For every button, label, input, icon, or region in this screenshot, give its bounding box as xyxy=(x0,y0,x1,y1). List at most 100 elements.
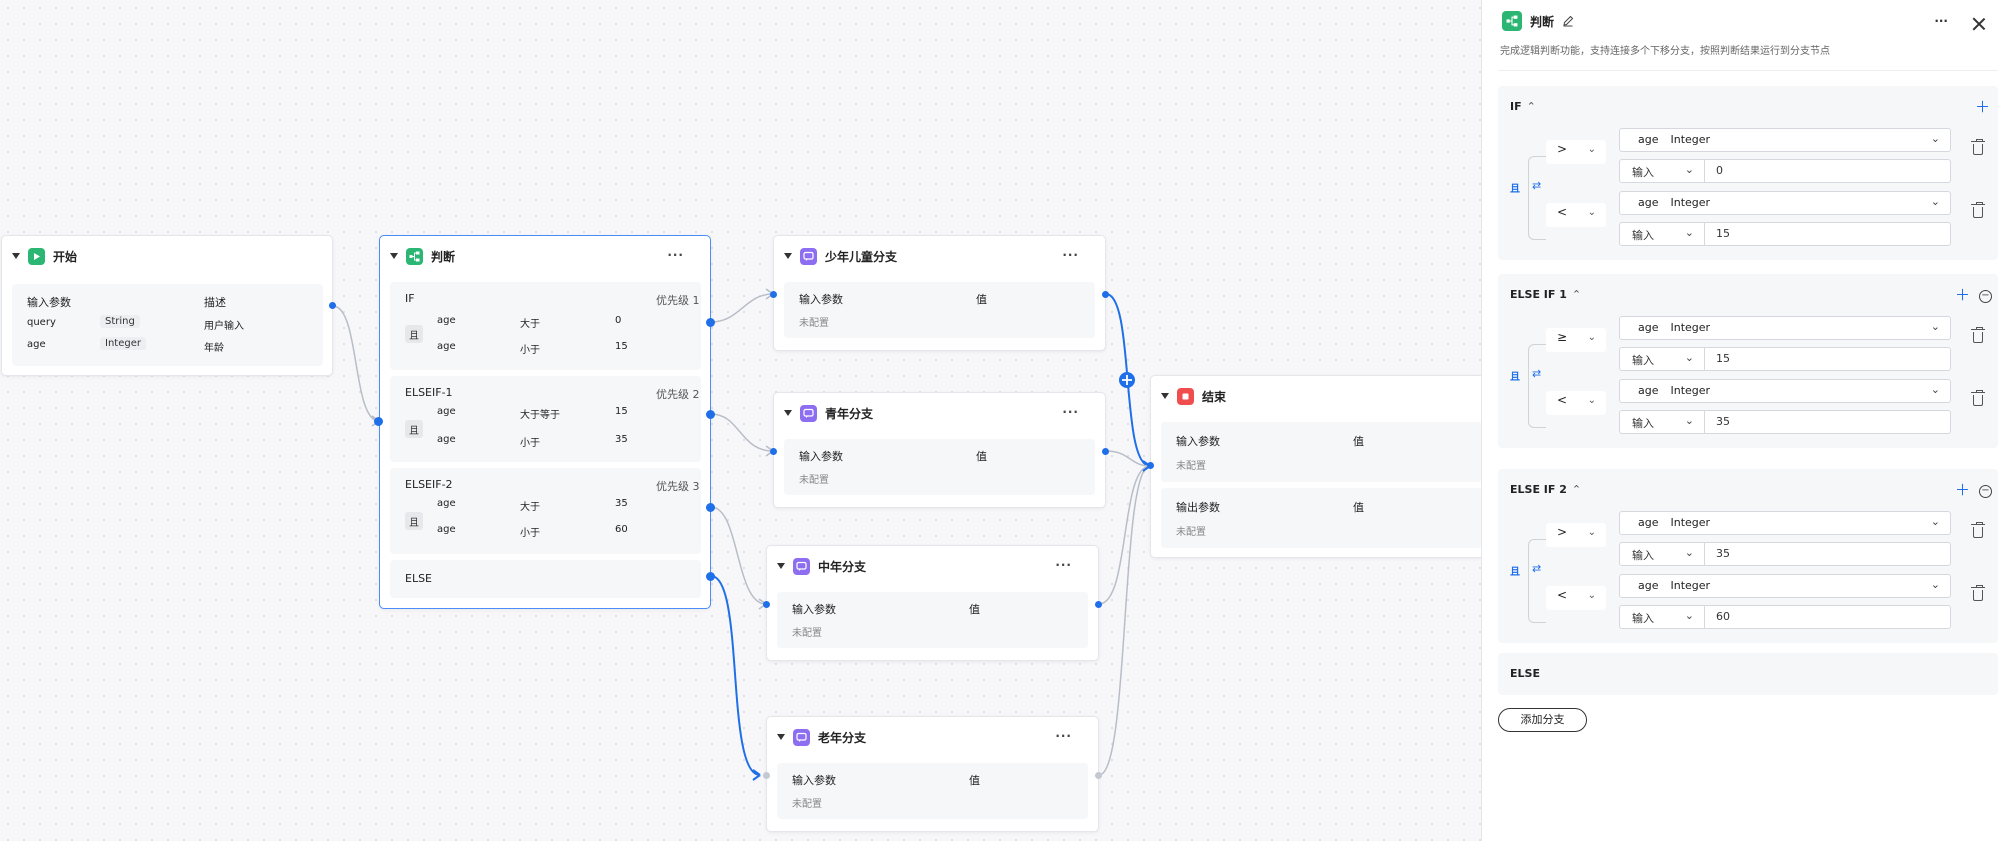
start-output-port[interactable] xyxy=(329,302,336,309)
chat-icon xyxy=(800,247,817,265)
collapse-caret-icon[interactable] xyxy=(390,253,398,259)
input-mode-select[interactable]: 输入⌄ xyxy=(1619,605,1705,629)
more-menu-icon[interactable]: ··· xyxy=(1055,729,1072,743)
add-branch-button[interactable]: 添加分支 xyxy=(1498,708,1587,732)
operator-select[interactable]: >⌄ xyxy=(1546,140,1606,164)
add-condition-icon[interactable]: ＋ xyxy=(1954,286,1970,304)
input-mode-select[interactable]: 输入⌄ xyxy=(1619,410,1705,434)
value-input[interactable]: 35 xyxy=(1704,410,1951,434)
workflow-canvas[interactable]: 开始 输入参数 描述 query String 用户输入 age Integer… xyxy=(0,0,1482,841)
elseif1-output-port[interactable] xyxy=(706,410,715,419)
params-table: 输入参数 值 未配置 xyxy=(784,282,1095,338)
middle-output-port[interactable] xyxy=(1095,601,1102,608)
chat-icon xyxy=(793,557,810,575)
operator-select[interactable]: <⌄ xyxy=(1546,586,1606,610)
branch-priority: 优先级 2 xyxy=(656,388,700,401)
and-toggle[interactable]: 且 xyxy=(1510,184,1520,195)
add-condition-icon[interactable]: ＋ xyxy=(1974,98,1990,116)
operator-select[interactable]: ≥⌄ xyxy=(1546,328,1606,352)
col-header-param: 输入参数 xyxy=(799,293,843,306)
input-mode-select[interactable]: 输入⌄ xyxy=(1619,159,1705,183)
delete-icon[interactable] xyxy=(1971,139,1985,155)
edit-icon[interactable] xyxy=(1562,15,1574,27)
section-title[interactable]: ELSE IF 2⌃ xyxy=(1510,483,1582,496)
collapse-caret-icon[interactable] xyxy=(777,563,785,569)
and-toggle[interactable]: 且 xyxy=(1510,372,1520,383)
chevron-down-icon: ⌄ xyxy=(1930,195,1940,208)
collapse-caret-icon[interactable] xyxy=(784,410,792,416)
input-mode-select[interactable]: 输入⌄ xyxy=(1619,222,1705,246)
collapse-caret-icon[interactable] xyxy=(1161,393,1169,399)
judge-input-port[interactable] xyxy=(374,417,383,426)
swap-icon[interactable]: ⇄ xyxy=(1532,367,1542,380)
empty-placeholder: 未配置 xyxy=(1176,527,1206,538)
delete-icon[interactable] xyxy=(1971,202,1985,218)
operator-select[interactable]: <⌄ xyxy=(1546,203,1606,227)
cond-field: age xyxy=(437,406,456,417)
add-condition-icon[interactable]: ＋ xyxy=(1954,481,1970,499)
input-mode-select[interactable]: 输入⌄ xyxy=(1619,347,1705,371)
value-input[interactable]: 35 xyxy=(1704,542,1951,566)
more-menu-icon[interactable]: ··· xyxy=(1062,248,1079,262)
if-output-port[interactable] xyxy=(706,318,715,327)
empty-placeholder: 未配置 xyxy=(792,799,822,810)
chevron-down-icon: ⌄ xyxy=(1587,144,1596,155)
youth-output-port[interactable] xyxy=(1102,291,1109,298)
more-menu-icon[interactable]: ··· xyxy=(1055,558,1072,572)
young-input-port[interactable] xyxy=(770,448,777,455)
delete-icon[interactable] xyxy=(1971,585,1985,601)
end-node[interactable]: 结束 输入参数 值 未配置 输出参数 值 未配置 xyxy=(1150,375,1482,558)
end-input-port[interactable] xyxy=(1147,462,1154,469)
panel-more-icon[interactable]: ··· xyxy=(1934,14,1948,28)
collapse-caret-icon[interactable] xyxy=(12,253,20,259)
collapse-caret-icon[interactable] xyxy=(777,734,785,740)
collapse-caret-icon[interactable] xyxy=(784,253,792,259)
delete-icon[interactable] xyxy=(1971,522,1985,538)
judge-node[interactable]: 判断 ··· IF 优先级 1 且 age 大于 0 age 小于 15 ELS… xyxy=(379,235,711,609)
col-header-value: 值 xyxy=(1353,501,1364,514)
else-output-port[interactable] xyxy=(706,572,715,581)
middle-branch-node[interactable]: 中年分支 ··· 输入参数 值 未配置 xyxy=(766,545,1099,661)
young-branch-node[interactable]: 青年分支 ··· 输入参数 值 未配置 xyxy=(773,392,1106,508)
old-branch-node[interactable]: 老年分支 ··· 输入参数 值 未配置 xyxy=(766,716,1099,832)
old-output-port[interactable] xyxy=(1095,772,1102,779)
cond-op: 小于 xyxy=(520,345,540,356)
section-title[interactable]: ELSE IF 1⌃ xyxy=(1510,288,1582,301)
youth-input-port[interactable] xyxy=(770,291,777,298)
chevron-down-icon: ⌄ xyxy=(1587,395,1596,406)
input-mode-select[interactable]: 输入⌄ xyxy=(1619,542,1705,566)
swap-icon[interactable]: ⇄ xyxy=(1532,179,1542,192)
value-input[interactable]: 15 xyxy=(1704,222,1951,246)
cond-value: 0 xyxy=(615,315,622,326)
start-node[interactable]: 开始 输入参数 描述 query String 用户输入 age Integer… xyxy=(1,235,333,376)
close-icon[interactable] xyxy=(1972,17,1986,31)
middle-input-port[interactable] xyxy=(763,601,770,608)
and-bracket xyxy=(1528,156,1546,240)
delete-icon[interactable] xyxy=(1971,327,1985,343)
more-menu-icon[interactable]: ··· xyxy=(667,248,684,262)
youth-branch-node[interactable]: 少年儿童分支 ··· 输入参数 值 未配置 xyxy=(773,235,1106,351)
young-output-port[interactable] xyxy=(1102,448,1109,455)
old-input-port[interactable] xyxy=(763,772,770,779)
value-input[interactable]: 60 xyxy=(1704,605,1951,629)
section-title[interactable]: IF⌃ xyxy=(1510,100,1536,113)
operator-select[interactable]: >⌄ xyxy=(1546,523,1606,547)
remove-branch-icon[interactable]: − xyxy=(1979,290,1992,303)
elseif2-output-port[interactable] xyxy=(706,503,715,512)
operator-select[interactable]: <⌄ xyxy=(1546,391,1606,415)
value-input[interactable]: 15 xyxy=(1704,347,1951,371)
branch-else: ELSE xyxy=(390,560,701,598)
delete-icon[interactable] xyxy=(1971,390,1985,406)
more-menu-icon[interactable]: ··· xyxy=(1062,405,1079,419)
node-title: 判断 xyxy=(431,249,456,264)
swap-icon[interactable]: ⇄ xyxy=(1532,562,1542,575)
value-input[interactable]: 0 xyxy=(1704,159,1951,183)
and-toggle[interactable]: 且 xyxy=(1510,567,1520,578)
remove-branch-icon[interactable]: − xyxy=(1979,485,1992,498)
